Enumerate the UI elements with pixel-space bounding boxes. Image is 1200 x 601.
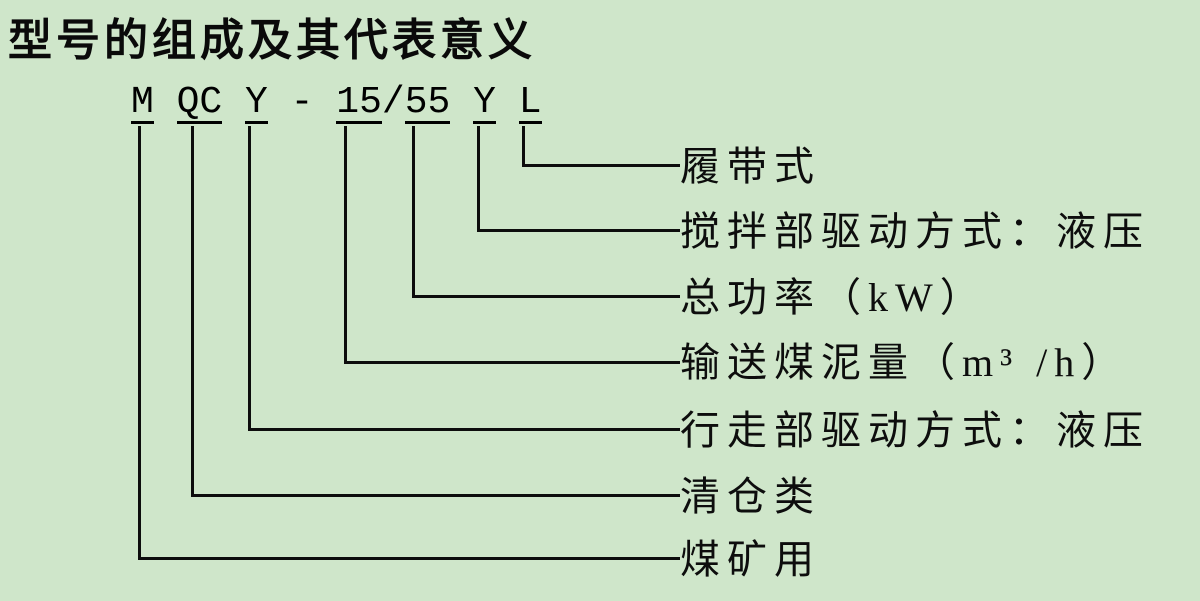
legend-label-travel-drive: 行走部驱动方式：液压 <box>680 408 1150 453</box>
connector-line-y1 <box>248 126 680 431</box>
code-space <box>313 84 336 121</box>
code-segment-y2: Y <box>473 81 496 124</box>
legend-label-clearing-class: 清仓类 <box>680 474 821 519</box>
connector-line-y2 <box>477 126 680 232</box>
page-title: 型号的组成及其代表意义 <box>8 16 536 65</box>
legend-label-coal-mine-use: 煤矿用 <box>680 537 821 582</box>
legend-label-total-power: 总功率（kW） <box>680 275 987 320</box>
legend-label-crawler: 履带式 <box>680 144 821 189</box>
code-space <box>222 84 245 121</box>
code-segment-qc: QC <box>176 81 223 124</box>
legend-label-mixing-drive: 搅拌部驱动方式：液压 <box>680 209 1150 254</box>
code-space <box>496 84 519 121</box>
connector-line-l <box>522 126 680 167</box>
connector-line-55 <box>412 126 680 298</box>
code-segment-y1: Y <box>245 81 268 124</box>
code-segment-15: 15 <box>336 81 382 124</box>
code-segment-slash: / <box>381 81 405 124</box>
connector-line-15 <box>344 126 680 364</box>
connector-line-qc <box>191 126 680 497</box>
legend-label-slurry-volume: 输送煤泥量（m³ /h） <box>680 340 1129 385</box>
code-segment-55: 55 <box>404 81 451 124</box>
code-space <box>268 84 291 121</box>
connector-line-m <box>138 126 680 560</box>
code-segment-m: M <box>131 81 154 124</box>
code-space <box>450 84 473 121</box>
code-segment-l: L <box>518 81 542 124</box>
model-code: M QC Y - 15/55 Y L <box>131 84 542 124</box>
code-space <box>154 84 177 121</box>
code-segment-dash: - <box>290 81 314 124</box>
